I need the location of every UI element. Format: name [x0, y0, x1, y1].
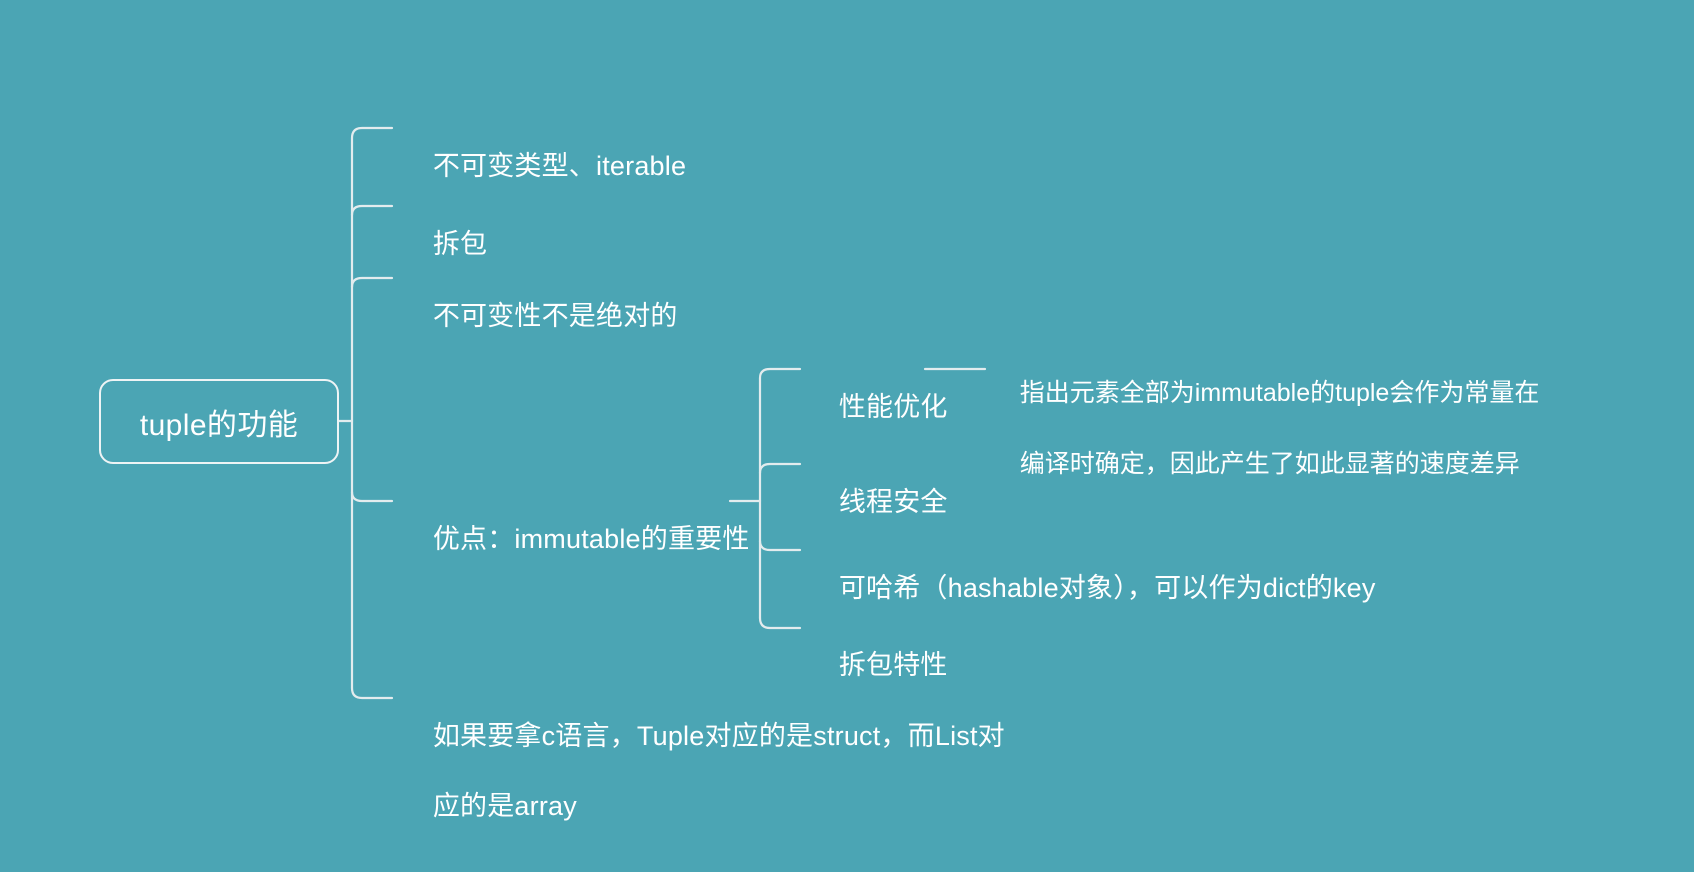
elbow-branch-4	[350, 490, 394, 503]
branch-label: 不可变类型、iterable	[432, 151, 687, 182]
branch-label: 优点：immutable的重要性	[432, 524, 750, 555]
note-line-1: 指出元素全部为immutable的tuple会作为常量在	[1019, 378, 1540, 407]
sub-branch-node-performance[interactable]: 性能优化	[808, 355, 948, 460]
branch-node-unpacking[interactable]: 拆包	[402, 192, 487, 297]
branch-label: 拆包	[432, 229, 488, 260]
root-node[interactable]: tuple的功能	[99, 379, 339, 464]
elbow-sub-3	[758, 539, 802, 552]
elbow-sub-1	[758, 367, 802, 385]
branch-node-immutability-not-absolute[interactable]: 不可变性不是绝对的	[402, 264, 678, 369]
elbow-branch-5	[350, 686, 394, 700]
elbow-branch-1	[350, 126, 394, 145]
branch-node-immutable-type[interactable]: 不可变类型、iterable	[402, 114, 686, 219]
branch-node-advantages[interactable]: 优点：immutable的重要性	[402, 487, 750, 592]
sub-branch-label: 性能优化	[838, 392, 948, 423]
sub-branch-label: 线程安全	[838, 487, 948, 518]
branch-label: 不可变性不是绝对的	[432, 301, 678, 332]
branch-label-line-1: 如果要拿c语言，Tuple对应的是struct，而List对	[432, 721, 1005, 752]
sub-branch-label: 拆包特性	[838, 650, 948, 681]
branch-label-line-2: 应的是array	[432, 791, 577, 822]
sub-branch-node-hashable[interactable]: 可哈希（hashable对象），可以作为dict的key	[808, 536, 1376, 641]
note-line-2: 编译时确定，因此产生了如此显著的速度差异	[1019, 449, 1520, 478]
branch-node-c-language-analogy[interactable]: 如果要拿c语言，Tuple对应的是struct，而List对 应的是array	[402, 684, 1005, 859]
sub-branch-label: 可哈希（hashable对象），可以作为dict的key	[838, 573, 1376, 604]
elbow-sub-2	[758, 462, 802, 475]
elbow-branch-2	[350, 204, 394, 217]
elbow-sub-4	[758, 616, 802, 630]
elbow-branch-3	[350, 276, 394, 289]
sub-branch-node-unpacking-feature[interactable]: 拆包特性	[808, 613, 948, 718]
root-node-label: tuple的功能	[139, 408, 299, 442]
sub-branch-node-thread-safety[interactable]: 线程安全	[808, 450, 948, 555]
note-performance-explanation[interactable]: 指出元素全部为immutable的tuple会作为常量在 编译时确定，因此产生了…	[992, 340, 1540, 518]
